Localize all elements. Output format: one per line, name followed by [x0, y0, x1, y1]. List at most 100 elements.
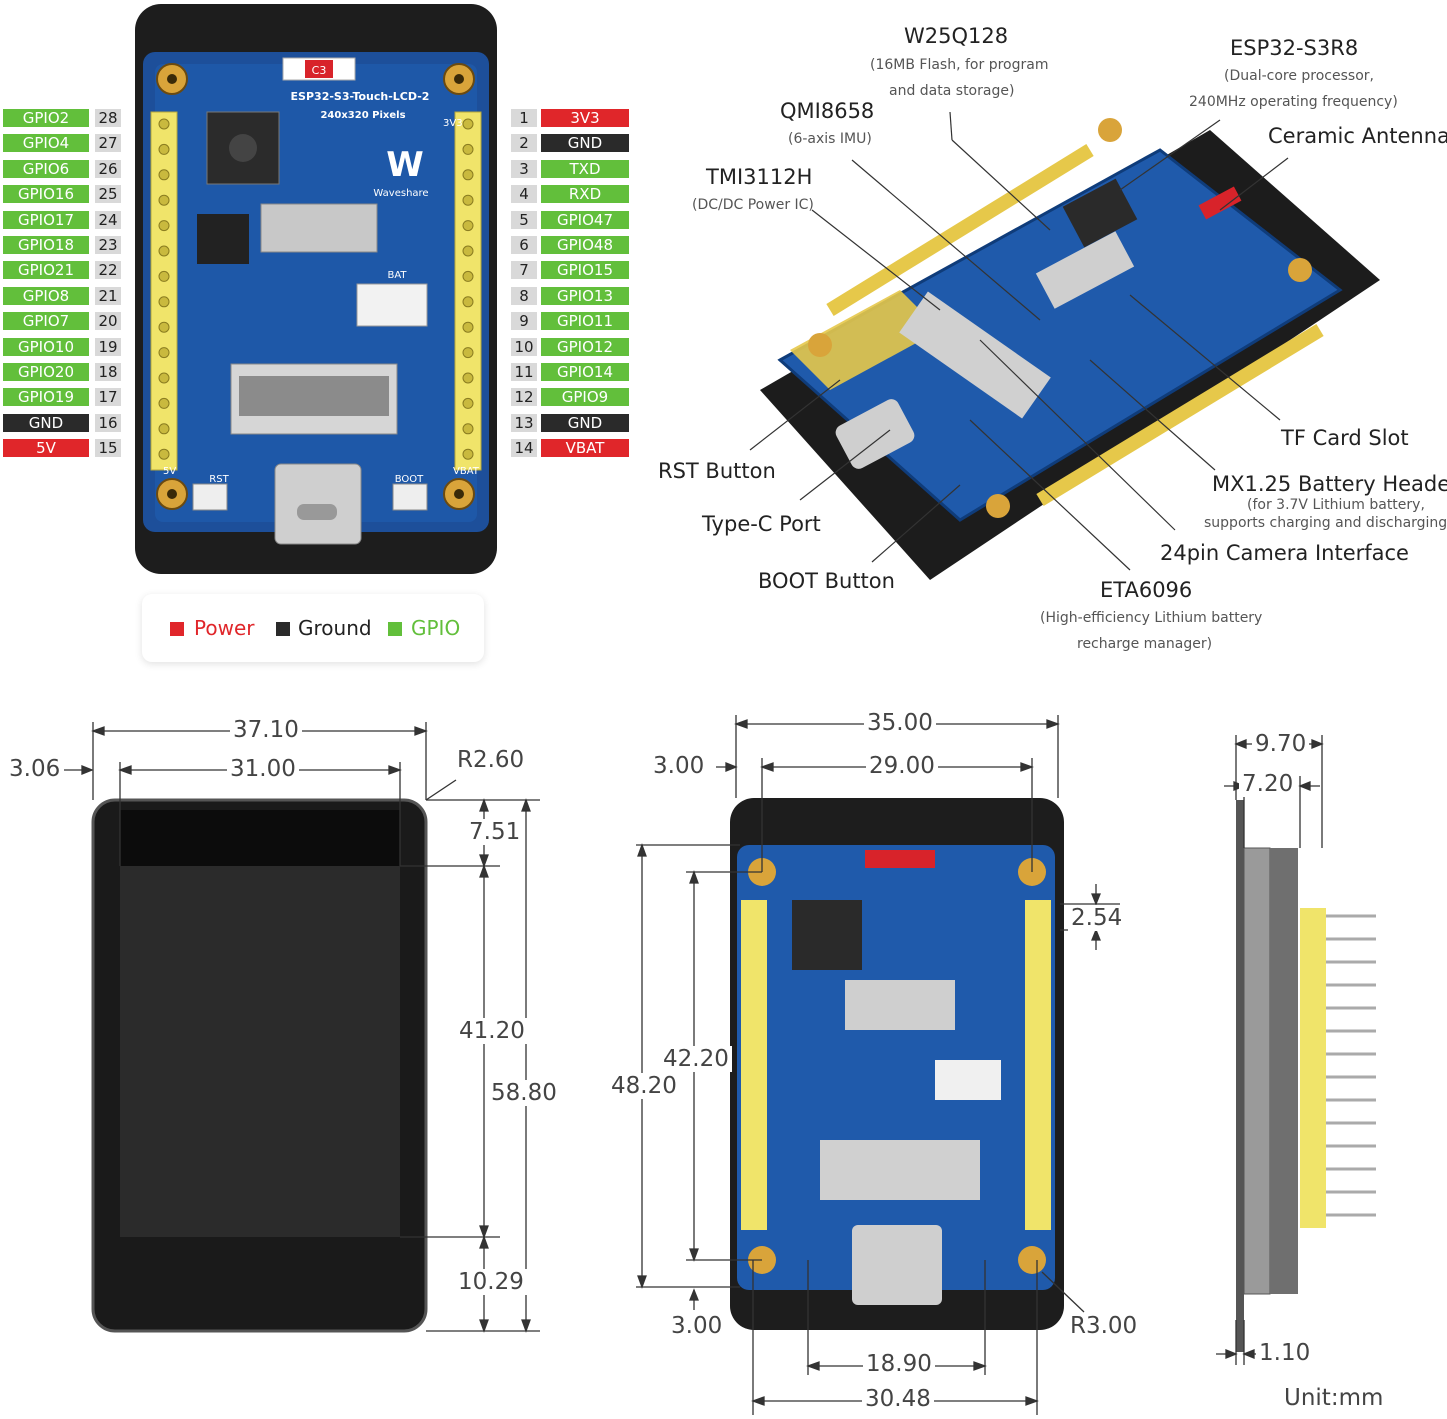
callout-eta6096: ETA6096 — [1100, 578, 1193, 602]
dim-front-side: 3.06 — [6, 756, 64, 782]
header-pin-hole — [462, 423, 474, 435]
svg-text:BAT: BAT — [387, 270, 407, 281]
header-pin-hole — [462, 245, 474, 257]
lcd-screen — [120, 866, 400, 1237]
callout-battery-desc2: supports charging and discharging) — [1204, 515, 1447, 531]
dim-front-outer-width: 37.10 — [230, 717, 302, 743]
pin-label-left: GPIO4 — [3, 134, 89, 153]
pin-number-right: 5 — [511, 210, 537, 229]
header-pin-hole — [158, 143, 170, 155]
side-header — [1300, 908, 1326, 1228]
pin-label-left: GPIO19 — [3, 388, 89, 407]
left-header — [150, 111, 178, 471]
pin-label-right: 3V3 — [541, 109, 629, 127]
legend-box: Power Ground GPIO — [142, 594, 484, 662]
pin-number-right: 13 — [511, 413, 537, 432]
dim-side-total: 9.70 — [1252, 731, 1310, 757]
board-top-view: C3 ESP32-S3-Touch-LCD-2 240x320 Pixels W… — [135, 4, 497, 574]
callout-battery-desc1: (for 3.7V Lithium battery, — [1247, 497, 1425, 513]
header-pin-hole — [158, 321, 170, 333]
board-name: ESP32-S3-Touch-LCD-2 — [291, 90, 430, 103]
pin-number-left: 26 — [95, 159, 121, 178]
dim-front-screen-height: 41.20 — [456, 1018, 528, 1044]
side-pcb — [1270, 848, 1298, 1294]
callout-esp32-desc2: 240MHz operating frequency) — [1189, 94, 1398, 110]
pin-number-left: 20 — [95, 312, 121, 331]
callout-tf-card: TF Card Slot — [1281, 426, 1409, 450]
header-pin-hole — [462, 118, 474, 130]
header-pin-hole — [158, 372, 170, 384]
pin-number-left: 23 — [95, 236, 121, 254]
callout-w25q128-desc1: (16MB Flash, for program — [870, 57, 1049, 73]
iso-camera — [899, 291, 1051, 419]
callout-camera: 24pin Camera Interface — [1160, 541, 1409, 565]
pin-number-right: 9 — [511, 312, 537, 331]
iso-esp32 — [1062, 178, 1138, 248]
callout-eta6096-desc1: (High-efficiency Lithium battery — [1040, 610, 1263, 626]
header-pin-hole — [158, 347, 170, 359]
pin-label-right: VBAT — [541, 439, 629, 458]
header-pin-hole — [158, 423, 170, 435]
pin-label-left: GND — [3, 413, 89, 432]
header-pin-hole — [462, 143, 474, 155]
header-pin-hole — [158, 296, 170, 308]
callout-rst-button: RST Button — [658, 459, 776, 483]
pin-number-left: 18 — [95, 363, 121, 381]
pin-label-right: GND — [541, 134, 629, 153]
callout-battery-header: MX1.25 Battery Header — [1212, 472, 1447, 496]
flash-chip — [197, 214, 249, 264]
back-pcb — [737, 845, 1055, 1290]
legend-ground-swatch — [276, 622, 290, 636]
pin-label-left: GPIO7 — [3, 312, 89, 331]
dim-front-total-height: 58.80 — [488, 1080, 560, 1106]
pin-number-left: 27 — [95, 134, 121, 153]
pin-number-left: 17 — [95, 388, 121, 407]
svg-text:RST: RST — [209, 474, 229, 485]
dim-side-glass: 1.10 — [1256, 1340, 1314, 1366]
header-pin-hole — [158, 448, 170, 460]
dim-front-inner-width: 31.00 — [227, 756, 299, 782]
header-pin-hole — [158, 118, 170, 130]
pin-number-left: 24 — [95, 210, 121, 229]
pin-label-right: GND — [541, 413, 629, 432]
pin-number-right: 12 — [511, 388, 537, 407]
pin-label-left: 5V — [3, 439, 89, 458]
pin-number-right: 4 — [511, 185, 537, 204]
pin-number-left: 16 — [95, 413, 121, 432]
pin-label-left: GPIO16 — [3, 185, 89, 204]
pin-number-right: 10 — [511, 337, 537, 356]
pin-number-right: 2 — [511, 134, 537, 153]
dim-back-hole-height: 42.20 — [660, 1046, 732, 1072]
callout-boot-button: BOOT Button — [758, 569, 895, 593]
pin-label-right: GPIO47 — [541, 210, 629, 229]
dim-front-bottom: 10.29 — [455, 1269, 527, 1295]
side-dimension-drawing — [1216, 735, 1376, 1365]
lcd-top-bezel — [120, 810, 400, 866]
header-pin-hole — [158, 270, 170, 282]
pin-label-right: GPIO9 — [541, 388, 629, 407]
pin-label-left: GPIO20 — [3, 363, 89, 381]
svg-text:BOOT: BOOT — [395, 474, 424, 485]
callout-qmi8658: QMI8658 — [780, 99, 875, 123]
front-dimension-drawing — [64, 722, 540, 1333]
dim-back-radius: R3.00 — [1067, 1313, 1141, 1339]
svg-text:5V: 5V — [163, 466, 176, 477]
header-pin-hole — [158, 194, 170, 206]
pin-number-left: 25 — [95, 185, 121, 204]
legend-gpio-label: GPIO — [411, 616, 461, 640]
pin-label-right: RXD — [541, 185, 629, 204]
pin-label-right: GPIO48 — [541, 236, 629, 254]
pin-label-right: GPIO15 — [541, 261, 629, 280]
iso-pcb — [777, 148, 1343, 522]
back-dimension-drawing — [636, 715, 1120, 1415]
unit-label: Unit:mm — [1281, 1385, 1387, 1411]
pin-label-right: GPIO12 — [541, 337, 629, 356]
pin-number-left: 22 — [95, 261, 121, 280]
pin-label-left: GPIO2 — [3, 109, 89, 127]
dim-back-inner-width: 29.00 — [866, 753, 938, 779]
pin-number-left: 21 — [95, 286, 121, 305]
pin-label-right: TXD — [541, 159, 629, 178]
callout-w25q128-desc2: and data storage) — [889, 83, 1015, 99]
header-pin-hole — [462, 194, 474, 206]
side-frame — [1243, 847, 1271, 1295]
